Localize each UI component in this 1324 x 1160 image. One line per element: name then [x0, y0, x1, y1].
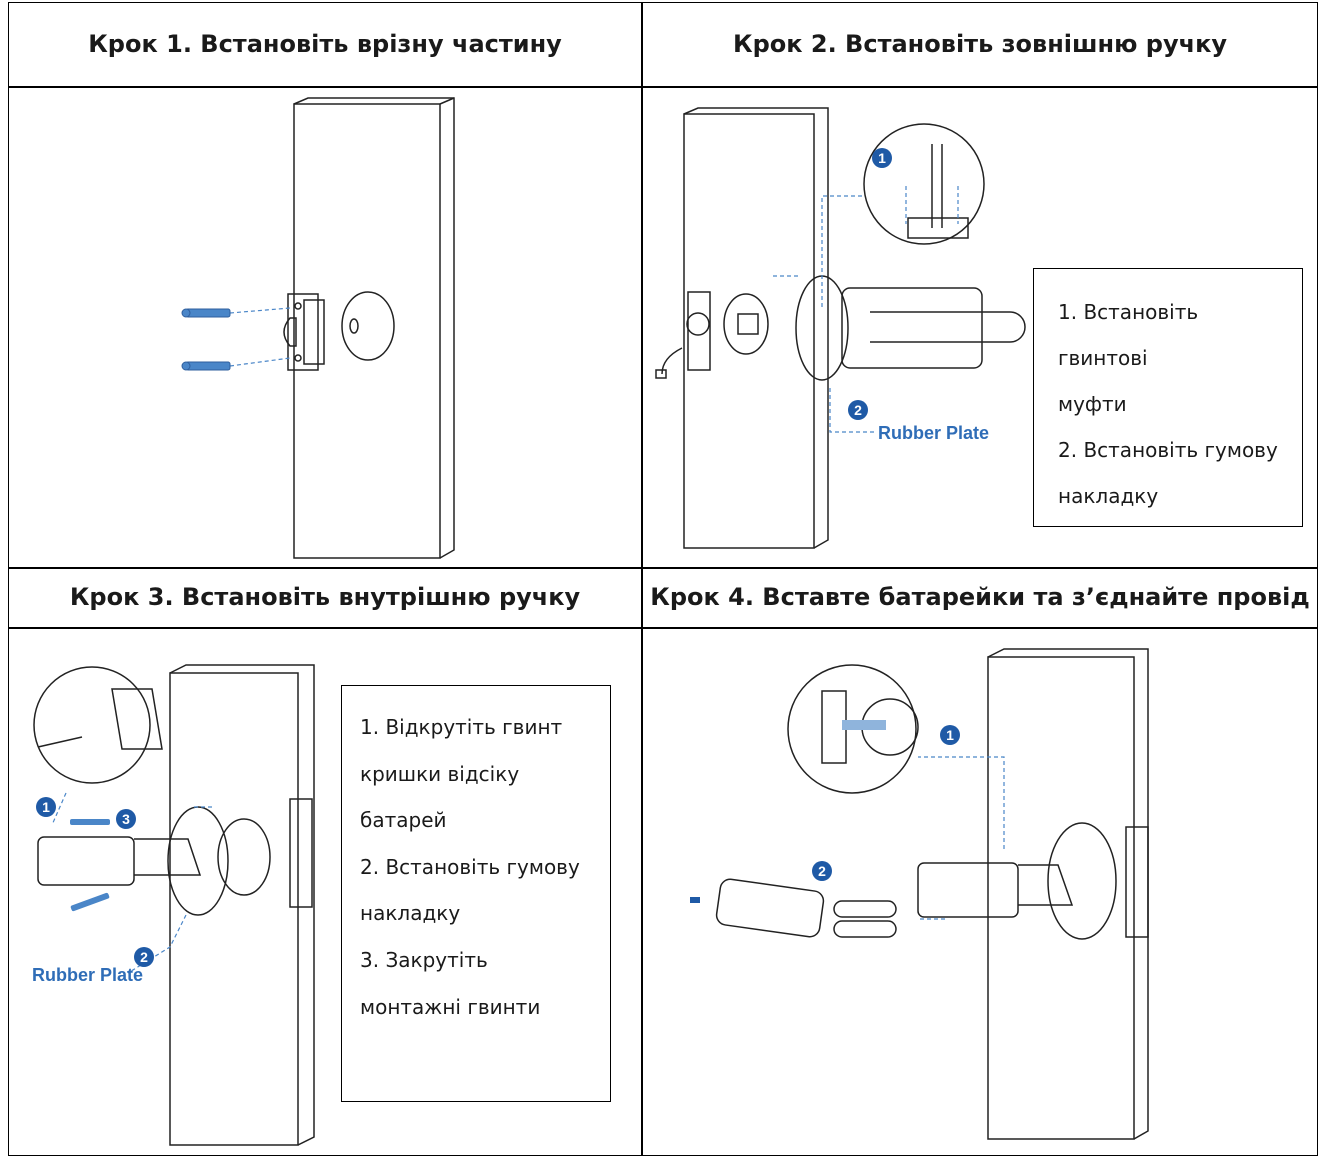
- step-4-title: Крок 4. Вставте батарейки та з’єднайте п…: [650, 583, 1310, 611]
- callout-badge: 2: [140, 949, 148, 965]
- step-2-title: Крок 2. Встановіть зовнішню ручку: [732, 30, 1228, 58]
- step-4-illustration: 1 2: [642, 629, 1318, 1156]
- note-line: кришки відсіку: [360, 761, 520, 786]
- row-divider: [8, 86, 1318, 88]
- note-line: накладку: [360, 901, 461, 926]
- step-1-title: Крок 1. Встановіть врізну частину: [88, 30, 562, 58]
- rubber-plate-label: Rubber Plate: [878, 423, 989, 443]
- callout-badge: 3: [122, 811, 130, 827]
- callout-badge: 2: [854, 402, 862, 418]
- step-1-illustration: [8, 88, 642, 566]
- callout-badge: 1: [42, 799, 50, 815]
- note-line: батарей: [360, 808, 447, 833]
- note-line: монтажні гвинти: [360, 994, 541, 1019]
- step-3-title: Крок 3. Встановіть внутрішню ручку: [69, 583, 581, 611]
- row-divider: [8, 567, 1318, 569]
- step-3-illustration: 1 3 2 Rubber Plate 1. Відкрутіть гвинт к…: [8, 629, 642, 1156]
- step-2-notes: 1. Встановіть гвинтові муфти 2. Встанові…: [1033, 268, 1303, 527]
- note-line: 3. Закрутіть: [360, 947, 488, 972]
- rubber-plate-label: Rubber Plate: [32, 965, 143, 985]
- instruction-table: [8, 2, 1318, 1156]
- note-line: 2. Встановіть гумову: [360, 854, 580, 879]
- note-line: 1. Відкрутіть гвинт: [360, 715, 563, 739]
- note-line: 1. Встановіть гвинтові: [1058, 300, 1199, 370]
- callout-badge: 2: [818, 863, 826, 879]
- note-line: накладку: [1058, 484, 1159, 508]
- callout-badge: 1: [946, 727, 954, 743]
- row-divider: [8, 627, 1318, 629]
- step-2-illustration: 1 2 Rubber Plate 1. Встановіть гвинтові …: [642, 88, 1318, 566]
- step-3-notes: 1. Відкрутіть гвинт кришки відсіку батар…: [341, 685, 611, 1102]
- note-line: муфти: [1058, 392, 1127, 416]
- column-divider: [641, 2, 643, 1156]
- note-line: 2. Встановіть гумову: [1058, 438, 1278, 462]
- callout-badge: 1: [878, 150, 886, 166]
